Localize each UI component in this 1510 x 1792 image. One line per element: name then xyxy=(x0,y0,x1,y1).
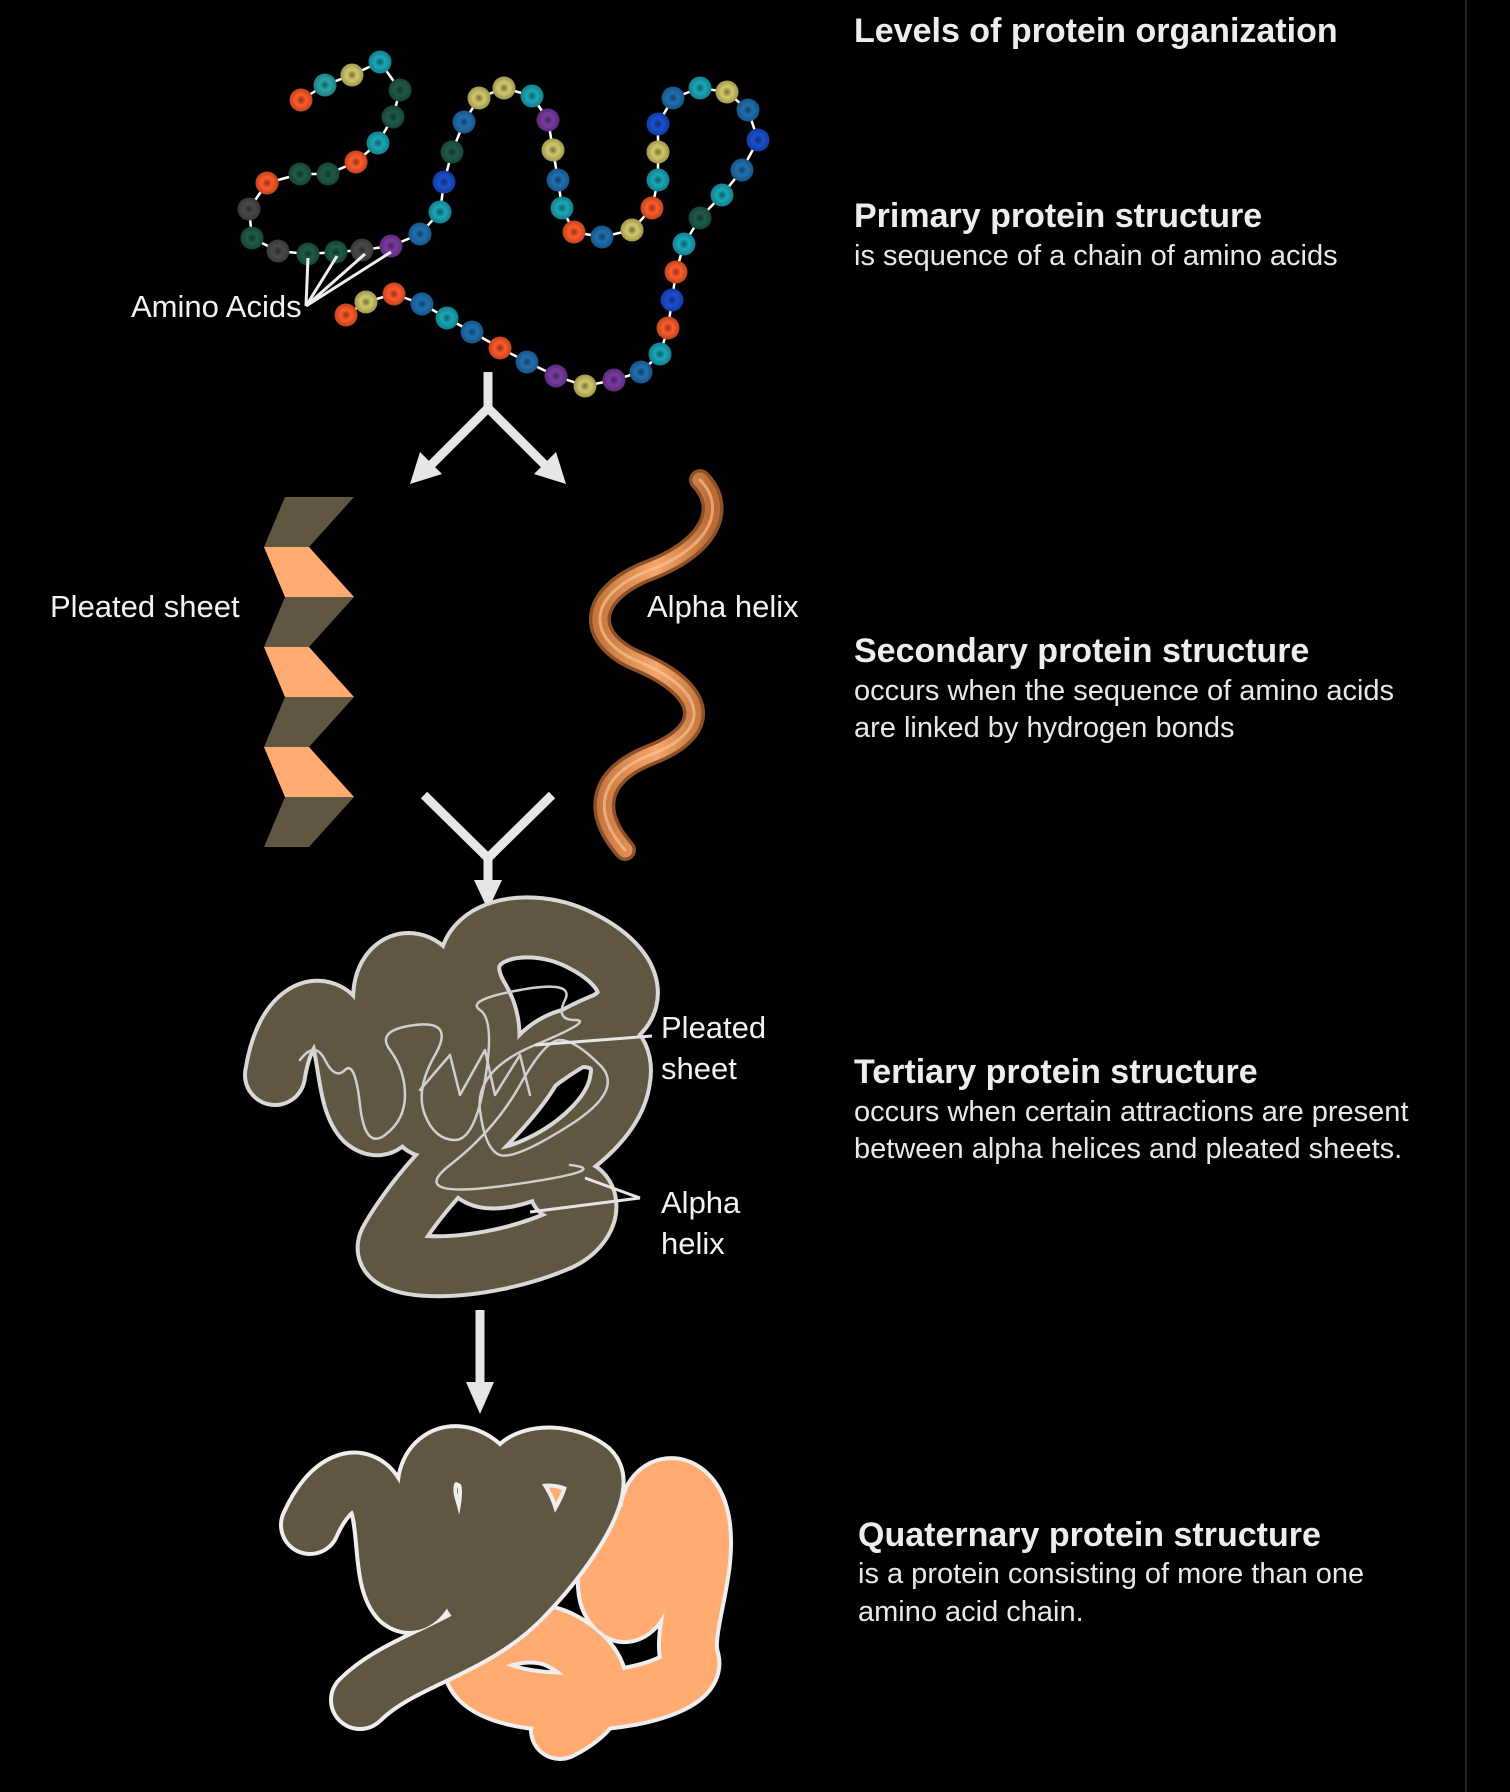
tertiary-helix-label-line1: Alpha xyxy=(661,1185,741,1220)
amino-acid-bead-shade xyxy=(344,150,368,174)
amino-acids-label: Amino Acids xyxy=(131,289,302,324)
diagram-title: Levels of protein organization xyxy=(854,12,1338,50)
pleated-sheet-shape xyxy=(264,497,354,847)
amino-acid-bead-shade xyxy=(488,336,512,360)
amino-acid-bead-shade xyxy=(688,76,712,100)
amino-acid-bead-shade xyxy=(467,86,491,110)
amino-acid-bead-shade xyxy=(640,196,664,220)
secondary-heading: Secondary protein structure xyxy=(854,632,1310,670)
amino-acid-bead-shade xyxy=(289,88,313,112)
amino-acid-bead-shade xyxy=(672,232,696,256)
amino-acid-bead-shade xyxy=(492,76,516,100)
tertiary-sheet-label-line2: sheet xyxy=(661,1051,737,1086)
amino-acid-bead-shade xyxy=(428,200,452,224)
split-arrow-left-head xyxy=(410,452,442,484)
amino-acid-bead-shade xyxy=(408,222,432,246)
amino-acid-bead-shade xyxy=(688,206,712,230)
amino-acid-bead-shade xyxy=(255,171,279,195)
quaternary-description-line1: is a protein consisting of more than one xyxy=(858,1558,1365,1590)
secondary-description-line1: occurs when the sequence of amino acids xyxy=(854,675,1395,707)
amino-acid-bead-shade xyxy=(381,105,405,129)
tertiary-description-line2: between alpha helices and pleated sheets… xyxy=(854,1133,1403,1165)
amino-acid-bead-shade xyxy=(629,360,653,384)
amino-acid-bead-shade xyxy=(340,63,364,87)
tertiary-heading: Tertiary protein structure xyxy=(854,1053,1258,1091)
amino-acid-bead-shade xyxy=(379,234,403,258)
split-arrow xyxy=(424,372,552,472)
amino-acid-bead-shade xyxy=(288,162,312,186)
amino-acid-bead-shade xyxy=(366,131,390,155)
amino-acid-bead-shade xyxy=(544,364,568,388)
secondary-description-line2: are linked by hydrogen bonds xyxy=(854,712,1235,744)
amino-acid-bead-shade xyxy=(620,218,644,242)
amino-acid-bead-shade xyxy=(388,78,412,102)
amino-acid-bead-shade xyxy=(440,140,464,164)
amino-acid-bead-shade xyxy=(656,316,680,340)
amino-acid-bead-shade xyxy=(730,158,754,182)
amino-acid-bead-shade xyxy=(368,50,392,74)
amino-acid-bead-shade xyxy=(746,128,770,152)
amino-acid-bead-shade xyxy=(460,320,484,344)
amino-acid-bead-shade xyxy=(266,239,290,263)
quaternary-protein-shape xyxy=(279,1424,734,1761)
tertiary-sheet-label-line1: Pleated xyxy=(661,1010,767,1045)
amino-acid-bead-shade xyxy=(410,292,434,316)
amino-acid-bead-shade xyxy=(646,112,670,136)
alpha-helix-label: Alpha helix xyxy=(647,589,799,624)
amino-acid-bead-shade xyxy=(432,170,456,194)
quaternary-heading: Quaternary protein structure xyxy=(858,1516,1321,1554)
amino-acid-bead-shade xyxy=(546,168,570,192)
tertiary-protein-shape xyxy=(243,895,660,1299)
tertiary-description-line1: occurs when certain attractions are pres… xyxy=(854,1096,1409,1128)
down-arrow xyxy=(466,1310,494,1414)
amino-acid-bead-shade xyxy=(350,238,374,262)
amino-acid-bead-shade xyxy=(602,368,626,392)
amino-acid-bead-shade xyxy=(435,306,459,330)
amino-acid-bead-shade xyxy=(541,138,565,162)
amino-acid-bead-shade xyxy=(646,168,670,192)
amino-acid-bead-shade xyxy=(313,73,337,97)
tertiary-pointers xyxy=(529,1034,653,1214)
merge-arrow xyxy=(420,791,556,884)
amino-acid-bead-shade xyxy=(646,140,670,164)
amino-acid-chain xyxy=(237,50,770,398)
amino-acid-bead-shade xyxy=(334,303,358,327)
amino-acid-bead-shade xyxy=(240,226,264,250)
primary-description: is sequence of a chain of amino acids xyxy=(854,240,1338,272)
merge-arrow-head xyxy=(474,880,502,910)
tertiary-helix-label-line2: helix xyxy=(661,1226,725,1261)
amino-acid-bead-shade xyxy=(296,242,320,266)
amino-acid-bead-shade xyxy=(515,350,539,374)
amino-acid-bead-shade xyxy=(562,220,586,244)
amino-acid-bead-shade xyxy=(520,84,544,108)
amino-acid-bead-shade xyxy=(648,342,672,366)
amino-acid-bead-shade xyxy=(736,98,760,122)
pleated-sheet-label: Pleated sheet xyxy=(50,589,240,624)
amino-acid-bead-shade xyxy=(710,183,734,207)
amino-acid-bead-shade xyxy=(573,374,597,398)
amino-acid-bead-shade xyxy=(660,288,684,312)
amino-acid-bead-shade xyxy=(550,196,574,220)
amino-acid-bead-shade xyxy=(536,108,560,132)
primary-heading: Primary protein structure xyxy=(854,197,1263,235)
amino-acid-bead-shade xyxy=(452,110,476,134)
quaternary-description-line2: amino acid chain. xyxy=(858,1596,1084,1628)
amino-acid-bead-shade xyxy=(237,197,261,221)
amino-acid-bead-shade xyxy=(661,86,685,110)
amino-acid-bead-shade xyxy=(354,290,378,314)
amino-acid-bead-shade xyxy=(664,260,688,284)
alpha-helix-shape xyxy=(589,469,724,861)
split-arrow-right-head xyxy=(534,452,566,484)
amino-acid-bead-shade xyxy=(590,225,614,249)
amino-acid-bead-shade xyxy=(382,282,406,306)
amino-acids-pointer xyxy=(304,250,392,308)
amino-acid-bead-shade xyxy=(316,162,340,186)
amino-acid-bead-shade xyxy=(715,80,739,104)
amino-acid-bead-shade xyxy=(324,240,348,264)
